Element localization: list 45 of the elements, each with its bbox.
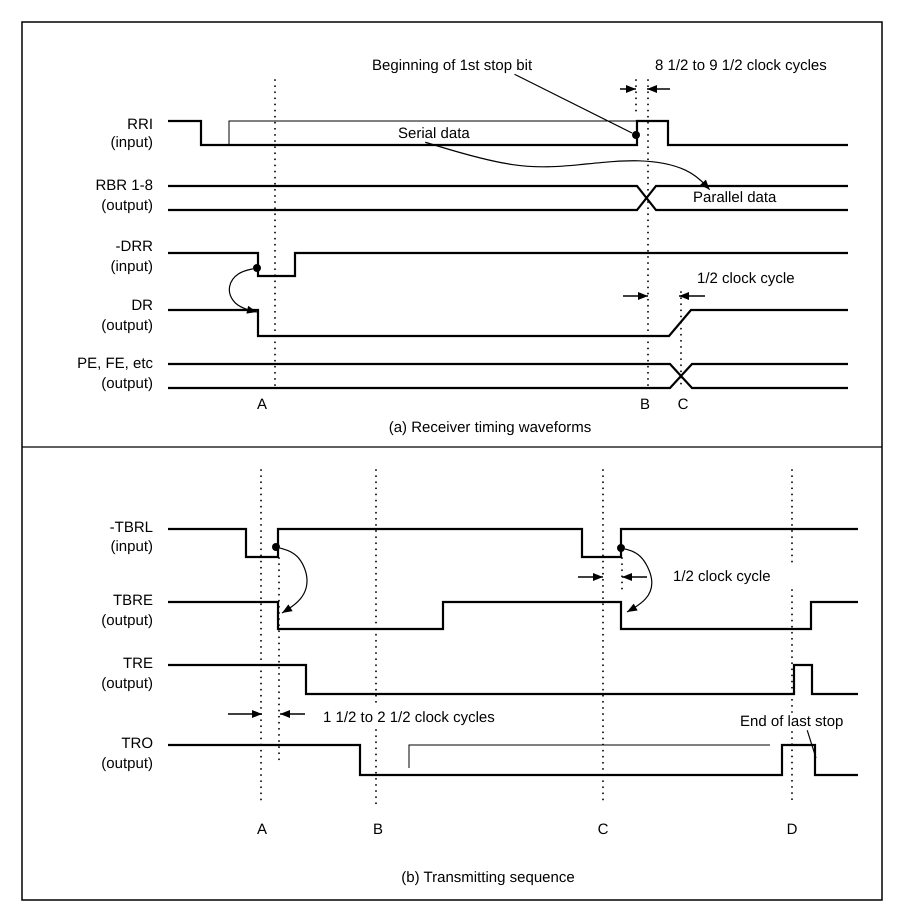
- dimension-label: 1 1/2 to 2 1/2 clock cycles: [323, 710, 495, 726]
- time-marker-label: B: [373, 822, 383, 838]
- time-marker-label: B: [640, 396, 650, 414]
- junction-dot: [617, 544, 625, 552]
- figure-caption: (b) Transmitting sequence: [401, 870, 575, 886]
- junction-dot: [253, 264, 261, 272]
- data-label: Serial data: [398, 126, 470, 142]
- curved-arrow: [228, 268, 258, 314]
- leader-line: [514, 74, 632, 134]
- signal-name: PE, FE, etc: [77, 356, 153, 372]
- signal-direction: (output): [101, 376, 153, 392]
- signal-direction: (output): [101, 676, 153, 692]
- curved-arrow: [280, 548, 308, 614]
- signal-direction: (input): [110, 134, 153, 152]
- time-marker-label: A: [257, 822, 267, 838]
- signal-name: DR: [131, 298, 153, 314]
- junction-dot: [272, 543, 280, 551]
- signal-direction: (output): [101, 198, 153, 214]
- curved-arrow: [624, 548, 652, 613]
- signal-name: -TBRL: [110, 520, 153, 536]
- curved-arrow: [425, 142, 710, 190]
- time-marker-label: C: [678, 396, 688, 414]
- dimension-label: 1/2 clock cycle: [697, 270, 795, 288]
- signal-direction: (output): [101, 612, 153, 630]
- signal-name: RRI: [127, 116, 153, 134]
- figure-caption: (a) Receiver timing waveforms: [388, 420, 592, 436]
- signal-direction: (output): [101, 756, 153, 772]
- signal-direction: (input): [110, 538, 153, 556]
- leader-label: End of last stop: [740, 714, 844, 730]
- time-marker-label: C: [598, 822, 608, 838]
- signal-name: TRO: [121, 736, 153, 752]
- signal-name: -DRR: [116, 238, 153, 256]
- signal-direction: (output): [101, 318, 153, 334]
- time-marker-label: D: [786, 822, 798, 838]
- signal-name: TRE: [123, 656, 153, 672]
- signal-name: RBR 1-8: [95, 178, 153, 194]
- data-label: Parallel data: [693, 190, 776, 206]
- signal-name: TBRE: [112, 592, 153, 610]
- time-marker-label: A: [257, 396, 267, 414]
- signal-direction: (input): [110, 258, 153, 276]
- leader-label: Beginning of 1st stop bit: [372, 58, 532, 74]
- junction-dot: [632, 131, 640, 139]
- leader-line: [806, 730, 817, 758]
- dimension-label: 8 1/2 to 9 1/2 clock cycles: [655, 58, 827, 74]
- dimension-label: 1/2 clock cycle: [673, 568, 771, 586]
